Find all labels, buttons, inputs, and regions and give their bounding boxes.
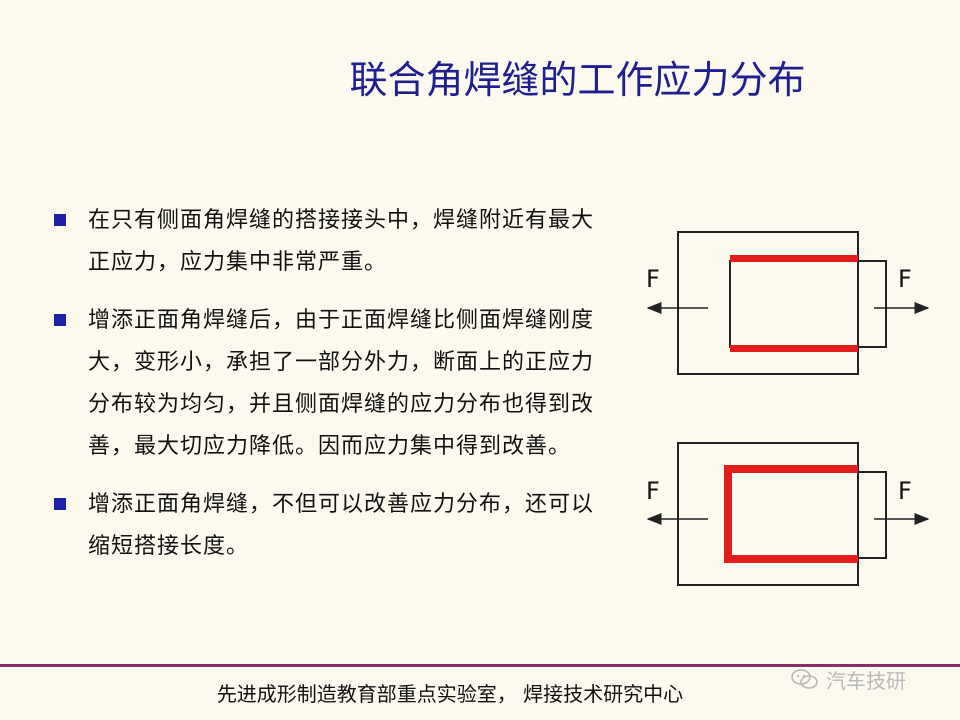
bullet-text: 增添正面角焊缝，不但可以改善应力分布，还可以缩短搭接长度。 (88, 492, 595, 559)
weld-diagrams: F F F F (630, 215, 950, 605)
bullet-text: 增添正面角焊缝后，由于正面焊缝比侧面焊缝刚度大，变形小，承担了一部分外力，断面上… (88, 308, 595, 459)
side-weld-top (730, 255, 858, 262)
footer-divider (0, 664, 960, 667)
left-force-label: F (646, 477, 660, 505)
bullet-square-icon (54, 214, 66, 226)
base-plate (677, 231, 859, 375)
slide-title: 联合角焊缝的工作应力分布 (349, 58, 806, 102)
bullet-text: 在只有侧面角焊缝的搭接接头中，焊缝附近有最大正应力，应力集中非常严重。 (88, 208, 595, 275)
bullet-item: 增添正面角焊缝后，由于正面焊缝比侧面焊缝刚度大，变形小，承担了一部分外力，断面上… (52, 300, 612, 468)
watermark-text: 汽车技研 (826, 668, 906, 693)
side-weld-top (724, 465, 858, 473)
wechat-icon (791, 669, 818, 689)
lap-plate (729, 260, 887, 348)
left-force-label: F (646, 265, 660, 293)
bullet-square-icon (54, 498, 66, 510)
lap-joint-side-welds-diagram: F F (646, 231, 930, 375)
side-weld-bottom (724, 555, 858, 563)
lap-joint-combined-welds-diagram: F F (646, 442, 930, 586)
right-force-label: F (898, 265, 912, 293)
footer-text: 先进成形制造教育部重点实验室， 焊接技术研究中心 (216, 682, 684, 706)
right-force-label: F (898, 477, 912, 505)
bullet-list: 在只有侧面角焊缝的搭接接头中，焊缝附近有最大正应力，应力集中非常严重。 增添正面… (52, 200, 612, 584)
bullet-item: 在只有侧面角焊缝的搭接接头中，焊缝附近有最大正应力，应力集中非常严重。 (52, 200, 612, 284)
side-weld-bottom (730, 345, 858, 352)
watermark: 汽车技研 (790, 666, 906, 693)
base-plate (677, 442, 859, 586)
bullet-square-icon (54, 314, 66, 326)
front-weld (724, 465, 732, 563)
bullet-item: 增添正面角焊缝，不但可以改善应力分布，还可以缩短搭接长度。 (52, 484, 612, 568)
lap-plate (729, 471, 887, 559)
